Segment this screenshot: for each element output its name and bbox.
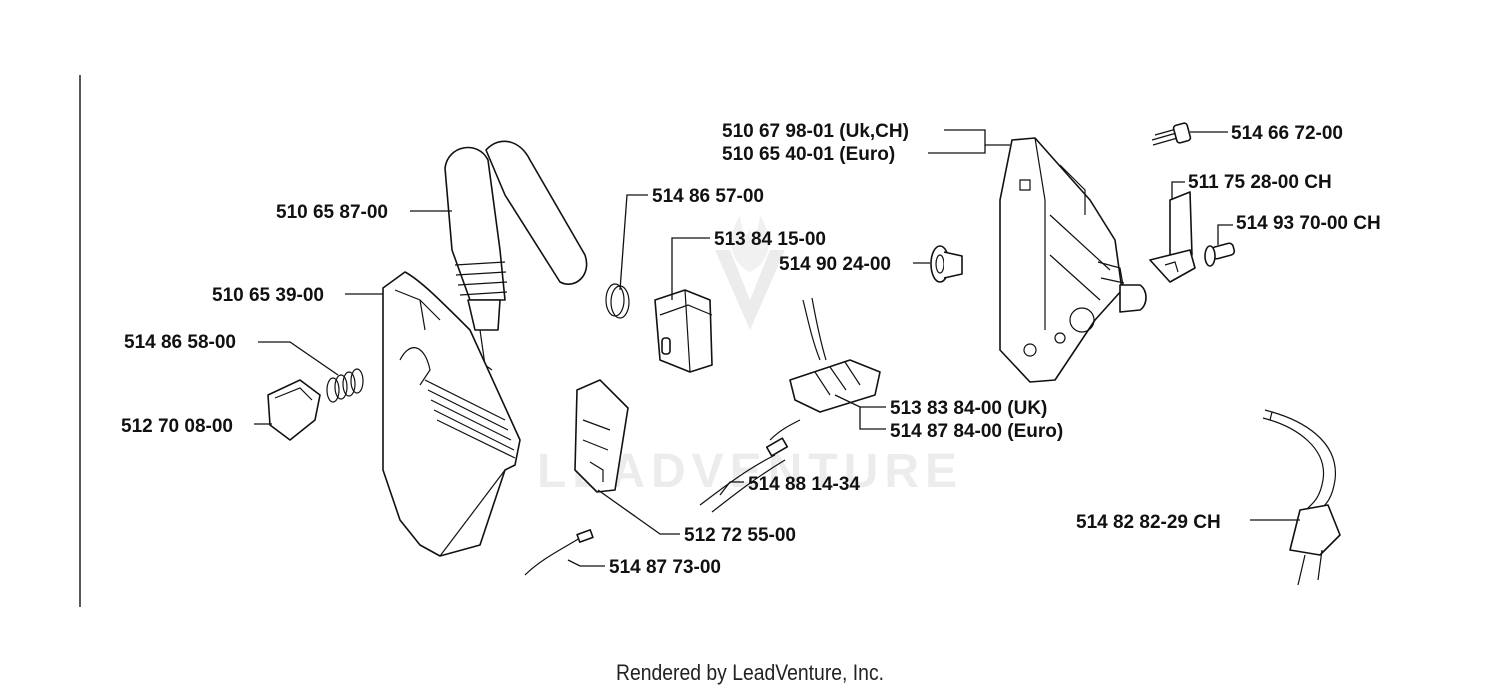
terminal-block-part: [789, 297, 881, 413]
hook-tube-part: [444, 140, 588, 371]
power-cord-part: [1262, 409, 1341, 586]
grommet-part: [930, 245, 963, 283]
label-510677981: 510 67 98-01 (Uk,CH): [722, 121, 909, 142]
part-number-labels: 510 67 98-01 (Uk,CH) 510 65 40-01 (Euro)…: [121, 121, 1381, 578]
button-part: [267, 379, 321, 441]
cable-part: [699, 419, 801, 513]
label-514667200: 514 66 72-00: [1231, 123, 1343, 144]
label-512700800: 512 70 08-00: [121, 416, 233, 437]
circuit-board-part: [574, 379, 629, 493]
label-510658700: 510 65 87-00: [276, 202, 388, 223]
label-514865800: 514 86 58-00: [124, 332, 236, 353]
clip-part: [1149, 191, 1196, 283]
label-514828229: 514 82 82-29 CH: [1076, 512, 1221, 533]
wire-part: [524, 529, 594, 576]
coil-part: [605, 283, 630, 319]
pin-part: [1204, 242, 1236, 267]
label-514881434: 514 88 14-34: [748, 474, 860, 495]
leader-lines: [254, 129, 1300, 567]
footer-credit: Rendered by LeadVenture, Inc.: [615, 660, 885, 685]
label-513841500: 513 84 15-00: [714, 229, 826, 250]
screw-part: [1151, 122, 1192, 146]
label-514937000: 514 93 70-00 CH: [1236, 213, 1381, 234]
label-514878400: 514 87 84-00 (Euro): [890, 421, 1063, 442]
label-510654001: 510 65 40-01 (Euro): [722, 144, 895, 165]
label-510653900: 510 65 39-00: [212, 285, 324, 306]
housing-part: [382, 271, 521, 557]
side-cover-part: [999, 137, 1147, 383]
label-514877300: 514 87 73-00: [609, 557, 721, 578]
switch-block-part: [654, 289, 713, 373]
label-513838400: 513 83 84-00 (UK): [890, 398, 1047, 419]
label-514865700: 514 86 57-00: [652, 186, 764, 207]
spring-part: [326, 368, 364, 403]
label-514902400: 514 90 24-00: [779, 254, 891, 275]
label-512725500: 512 72 55-00: [684, 525, 796, 546]
label-511752800: 511 75 28-00 CH: [1188, 172, 1332, 193]
